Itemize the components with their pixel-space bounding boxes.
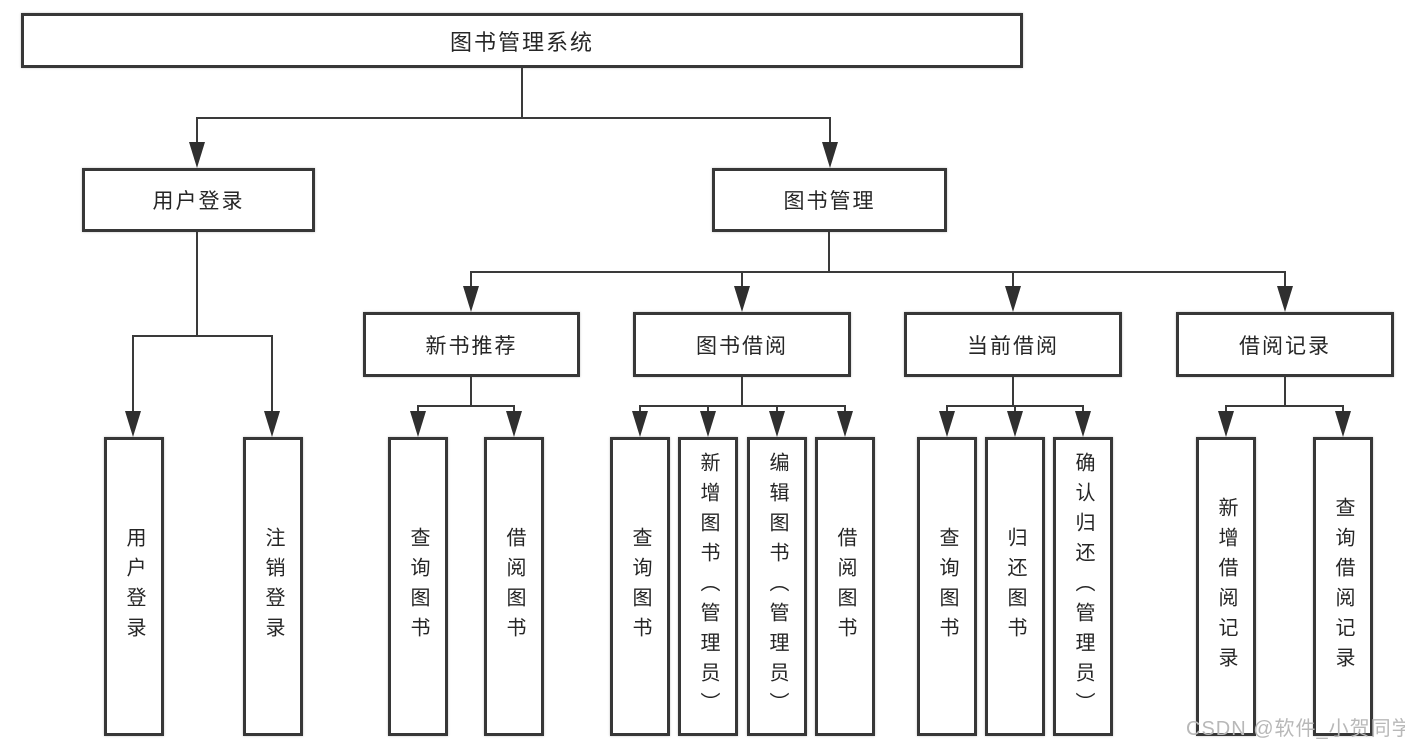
arrow-down-icon — [1005, 286, 1021, 312]
arrow-down-icon — [506, 411, 522, 437]
arrow-down-icon — [463, 286, 479, 312]
leaf-add-borrow-record: 新增借阅记录 — [1196, 437, 1256, 736]
leaf-logout: 注销登录 — [243, 437, 303, 736]
arrow-down-icon — [264, 411, 280, 437]
arrow-down-icon — [1075, 411, 1091, 437]
node-borrow-records: 借阅记录 — [1176, 312, 1394, 377]
connector-line — [946, 406, 948, 414]
arrow-down-icon — [1335, 411, 1351, 437]
connector-line — [470, 271, 1286, 273]
node-book-management: 图书管理 — [712, 168, 947, 232]
connector-line — [132, 335, 273, 337]
connector-line — [828, 232, 830, 272]
connector-line — [1012, 272, 1014, 288]
connector-line — [1284, 377, 1286, 406]
connector-line — [1225, 406, 1227, 414]
connector-line — [844, 406, 846, 414]
connector-line — [1225, 405, 1344, 407]
leaf-add-books-admin: 新增图书（管理员） — [678, 437, 738, 736]
connector-line — [741, 272, 743, 288]
arrow-down-icon — [822, 142, 838, 168]
leaf-query-books-borrowing: 查询图书 — [610, 437, 670, 736]
connector-line — [1012, 377, 1014, 406]
leaf-borrow-books-recommend: 借阅图书 — [484, 437, 544, 736]
leaf-query-borrow-record: 查询借阅记录 — [1313, 437, 1373, 736]
connector-line — [639, 406, 641, 414]
connector-line — [196, 117, 831, 119]
connector-line — [470, 272, 472, 288]
connector-line — [741, 377, 743, 406]
leaf-user-login: 用户登录 — [104, 437, 164, 736]
node-book-borrowing: 图书借阅 — [633, 312, 851, 377]
node-current-borrowing: 当前借阅 — [904, 312, 1122, 377]
connector-line — [196, 118, 198, 144]
connector-line — [829, 118, 831, 144]
connector-line — [513, 406, 515, 414]
arrow-down-icon — [700, 411, 716, 437]
leaf-borrow-books: 借阅图书 — [815, 437, 875, 736]
leaf-query-books-recommend: 查询图书 — [388, 437, 448, 736]
arrow-down-icon — [1007, 411, 1023, 437]
connector-line — [470, 377, 472, 406]
connector-line — [521, 68, 523, 118]
arrow-down-icon — [189, 142, 205, 168]
connector-line — [196, 232, 198, 336]
arrow-down-icon — [1277, 286, 1293, 312]
connector-line — [776, 406, 778, 414]
connector-line — [1014, 406, 1016, 414]
leaf-query-books-current: 查询图书 — [917, 437, 977, 736]
leaf-return-books: 归还图书 — [985, 437, 1045, 736]
arrow-down-icon — [1218, 411, 1234, 437]
arrow-down-icon — [734, 286, 750, 312]
connector-line — [1082, 406, 1084, 414]
arrow-down-icon — [939, 411, 955, 437]
node-new-book-recommend: 新书推荐 — [363, 312, 580, 377]
arrow-down-icon — [632, 411, 648, 437]
connector-line — [271, 336, 273, 413]
connector-line — [1284, 272, 1286, 288]
arrow-down-icon — [837, 411, 853, 437]
csdn-watermark: CSDN @软件_小贺同学 — [1186, 718, 1405, 740]
node-user-login: 用户登录 — [82, 168, 315, 232]
connector-line — [417, 405, 515, 407]
leaf-confirm-return-admin: 确认归还（管理员） — [1053, 437, 1113, 736]
arrow-down-icon — [769, 411, 785, 437]
node-root-system: 图书管理系统 — [21, 13, 1023, 68]
connector-line — [639, 405, 846, 407]
arrow-down-icon — [410, 411, 426, 437]
connector-line — [1342, 406, 1344, 414]
connector-line — [132, 336, 134, 413]
connector-line — [417, 406, 419, 414]
leaf-edit-books-admin: 编辑图书（管理员） — [747, 437, 807, 736]
arrow-down-icon — [125, 411, 141, 437]
connector-line — [707, 406, 709, 414]
